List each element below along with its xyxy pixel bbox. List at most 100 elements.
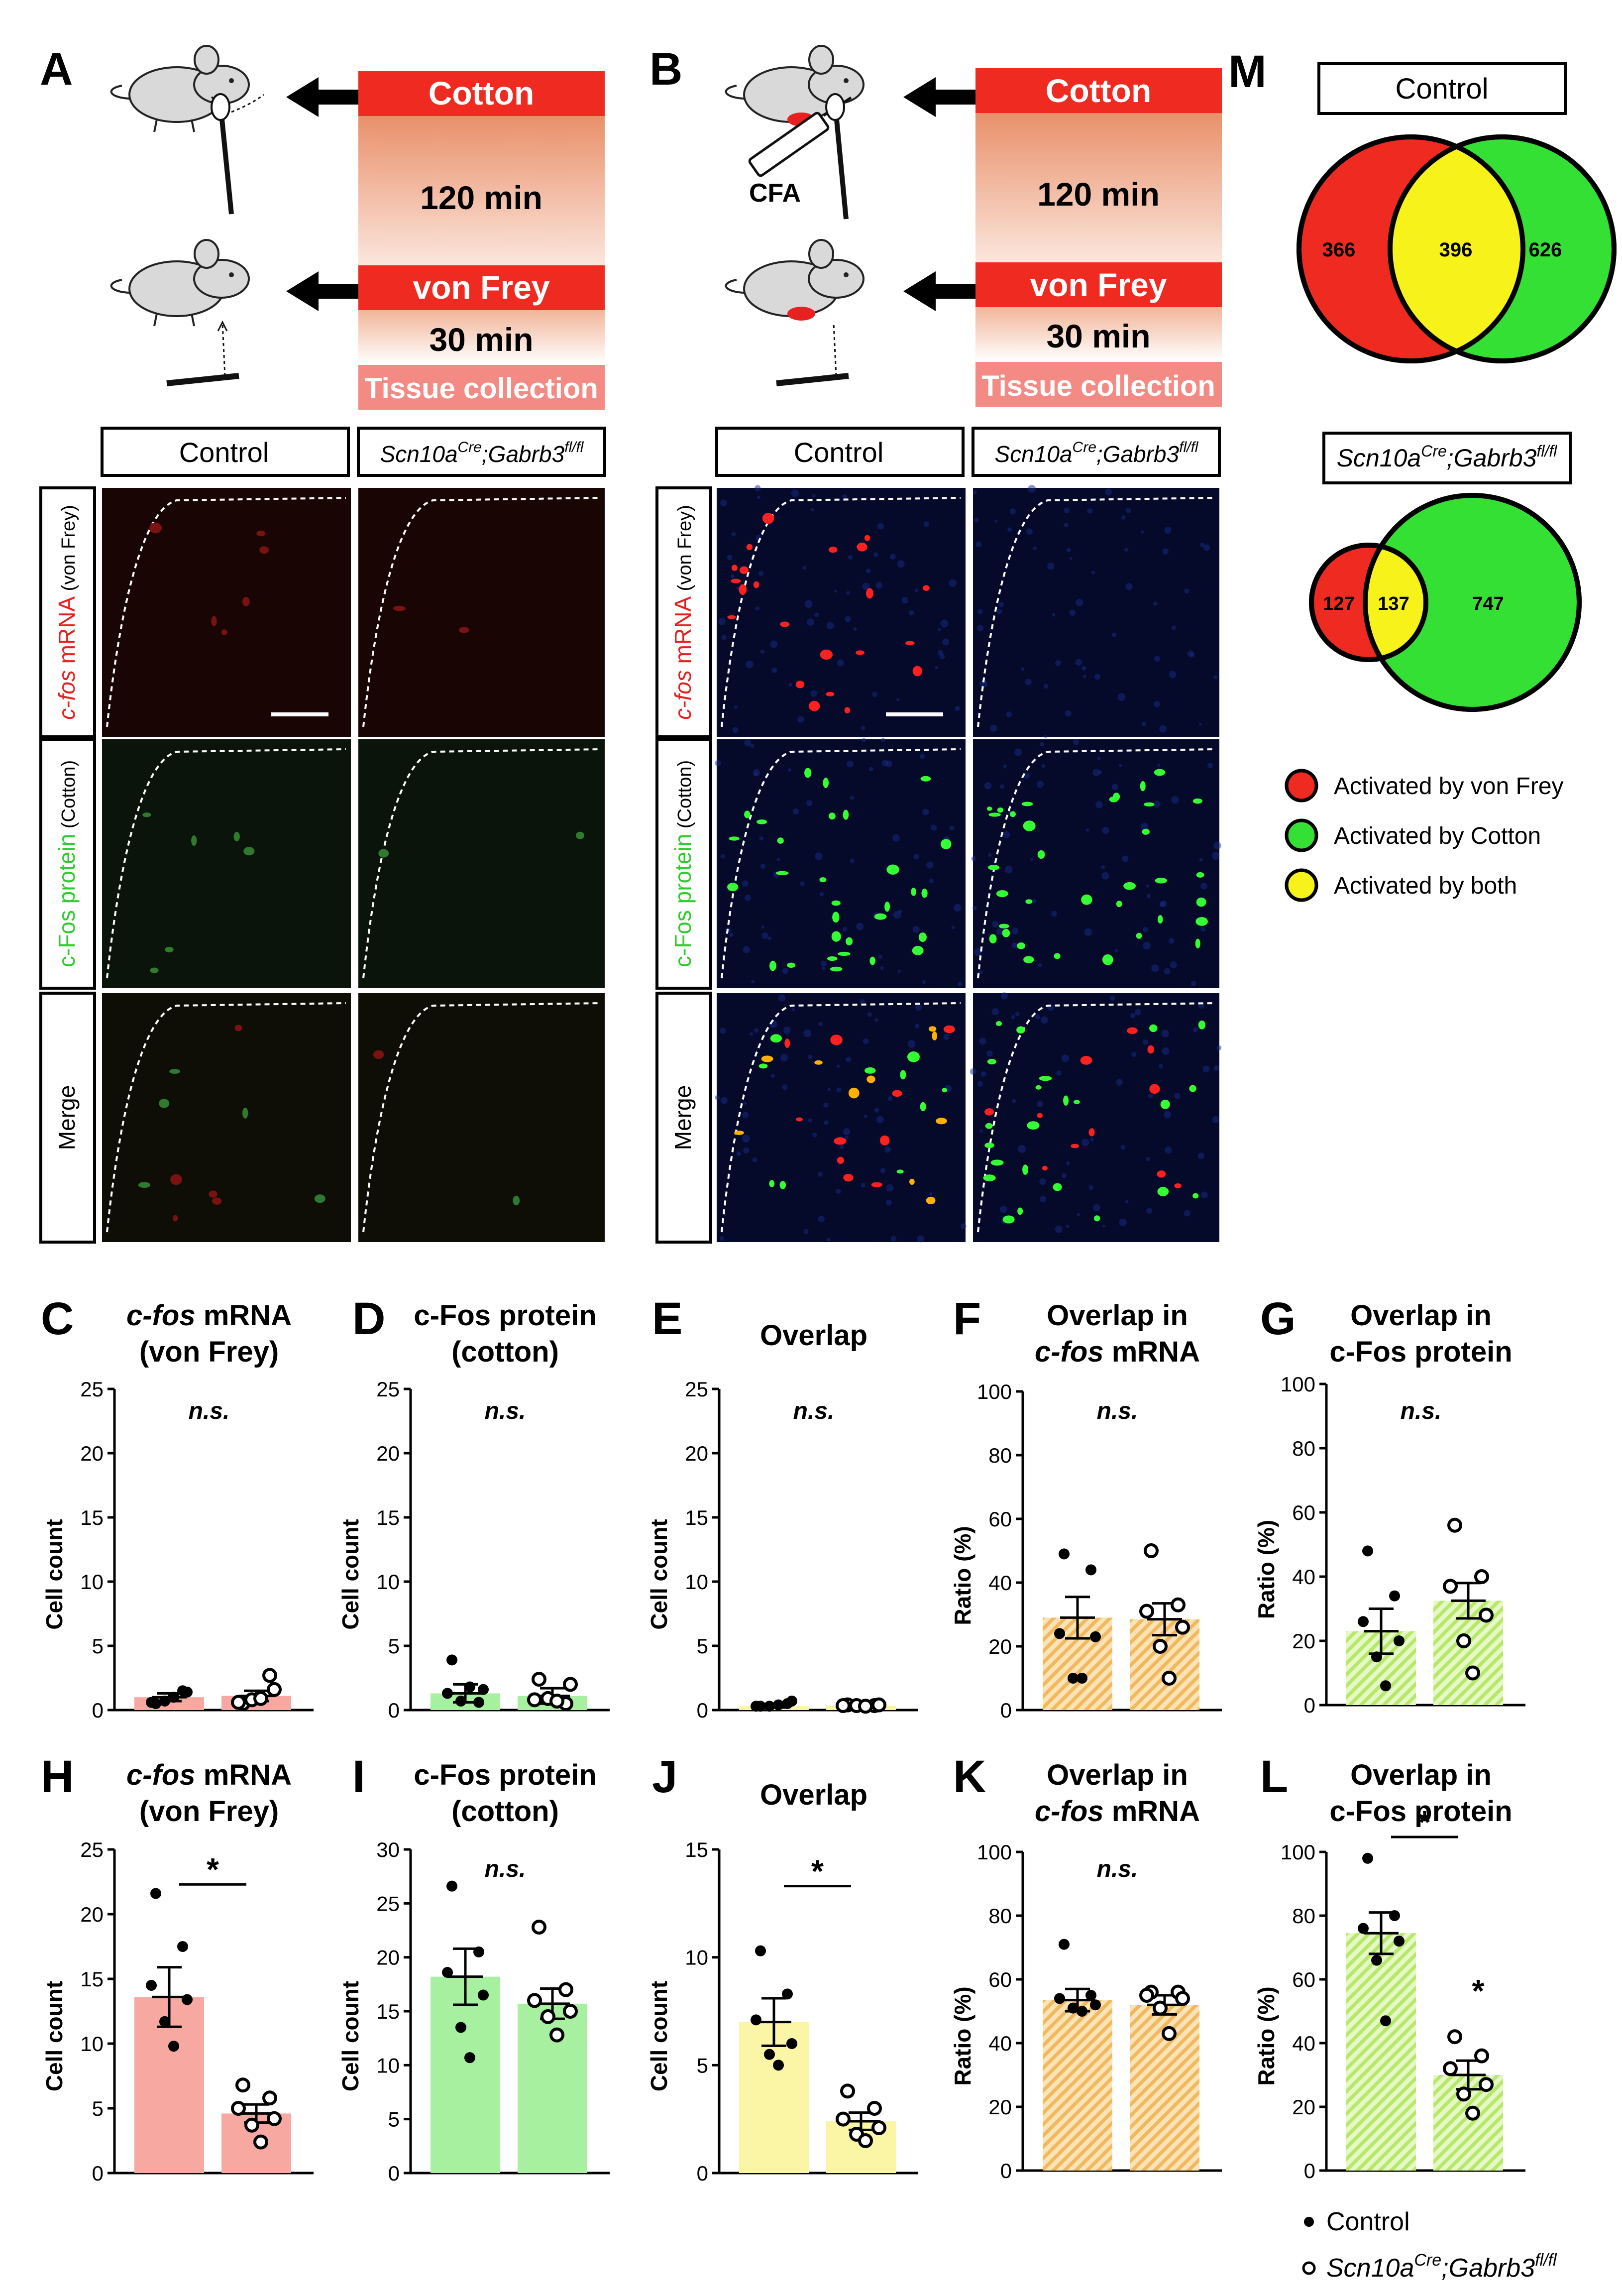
data-point: [1394, 1635, 1405, 1646]
y-axis-label: Ratio (%): [950, 1526, 975, 1625]
row-label: Merge: [54, 1085, 80, 1150]
data-point: [182, 1686, 193, 1698]
data-point: [751, 2014, 761, 2026]
panel-letter-g: G: [1260, 1293, 1296, 1344]
y-tick-label: 20: [988, 1635, 1012, 1658]
significance-label: n.s.: [485, 1398, 526, 1424]
venn-overlap: [1390, 137, 1523, 361]
data-point: [244, 2117, 259, 2133]
data-point: [1162, 1671, 1177, 1686]
data-point: [235, 2077, 250, 2093]
data-point: [1447, 1517, 1462, 1533]
y-axis-label: Cell count: [337, 1981, 363, 2091]
y-tick-label: 0: [1304, 2159, 1315, 2182]
y-tick-label: 100: [1281, 1373, 1315, 1396]
y-tick-label: 0: [697, 2162, 708, 2185]
data-point: [1389, 1910, 1400, 1921]
data-point: [871, 1697, 886, 1713]
chart-title: Overlap in: [1350, 1759, 1492, 1791]
arrow-icon: [903, 77, 1000, 117]
y-tick-label: 25: [80, 1838, 104, 1861]
data-point: [1054, 1993, 1065, 2004]
data-point: [1054, 1628, 1065, 1639]
data-point: [442, 1688, 453, 1699]
timeline-30min-label: 30 min: [1046, 318, 1150, 354]
chart-title-line2: (von Frey): [139, 1795, 279, 1828]
significance-label: n.s.: [793, 1398, 835, 1424]
data-point: [267, 1682, 282, 1697]
bar: [431, 1976, 500, 2173]
y-tick-label: 80: [1292, 1437, 1315, 1460]
y-tick-label: 60: [1292, 1968, 1315, 1991]
y-tick-label: 10: [80, 2032, 104, 2056]
micrograph-image: [358, 488, 605, 737]
y-tick-label: 60: [988, 1507, 1012, 1531]
row-label: c-Fos protein (Cotton): [670, 760, 696, 967]
data-point: [1456, 2086, 1471, 2102]
y-tick-label: 20: [376, 1442, 400, 1465]
data-point: [867, 2101, 882, 2116]
data-point: [1358, 1616, 1369, 1627]
legend-vonfrey-label: Activated by von Frey: [1334, 773, 1564, 800]
significance-label: n.s.: [1401, 1398, 1442, 1424]
data-point: [253, 1691, 268, 1706]
y-tick-label: 0: [697, 1699, 708, 1722]
data-point: [1456, 1633, 1471, 1648]
data-point: [563, 2004, 578, 2019]
panel-letter-b: B: [649, 44, 682, 95]
data-point: [159, 2016, 170, 2027]
data-point: [159, 1695, 170, 1707]
data-point: [532, 1920, 546, 1935]
significance-label: *: [811, 1853, 824, 1889]
chart-title-line2: c-Fos protein: [1329, 1336, 1512, 1368]
y-axis-label: Ratio (%): [1253, 1520, 1279, 1619]
data-point: [1068, 2002, 1079, 2014]
panel-letter-f: F: [953, 1293, 981, 1344]
micrograph-image: [358, 739, 605, 988]
data-point: [464, 1681, 475, 1693]
timeline-tissue-label: Tissue collection: [981, 370, 1215, 402]
data-point: [1175, 1991, 1190, 2006]
data-point: [1144, 1543, 1159, 1558]
data-point: [1474, 1569, 1489, 1584]
y-axis-label: Ratio (%): [1253, 1986, 1279, 2085]
micrograph-image: [973, 488, 1219, 737]
legend-swatch-green: [1285, 818, 1318, 852]
venn-cko-title: Scn10aCre;Gabrb3fl/fl: [1337, 442, 1558, 472]
row-label: c-fos mRNA (von Frey): [670, 505, 696, 720]
significance-label: *: [1472, 1973, 1485, 2009]
data-point: [858, 2133, 873, 2148]
micrograph-image: [102, 993, 351, 1242]
data-point: [231, 2101, 246, 2116]
y-axis-label: Cell count: [646, 1519, 672, 1629]
y-tick-label: 30: [376, 1838, 400, 1861]
von-frey-filament-icon: [166, 320, 239, 386]
y-tick-label: 40: [988, 1571, 1012, 1595]
data-point: [786, 1695, 797, 1707]
von-frey-filament-icon: [776, 323, 849, 386]
data-point: [751, 1701, 761, 1712]
data-point: [1090, 1631, 1101, 1642]
legend-control-marker: [1304, 2217, 1314, 2227]
panel-letter-c: C: [41, 1293, 74, 1344]
data-point: [464, 2052, 475, 2064]
y-tick-label: 15: [685, 1506, 708, 1529]
protocol-a: Cotton 120 min von Frey 30 min Tissue co…: [110, 45, 605, 410]
data-point: [1443, 2061, 1458, 2076]
y-tick-label: 20: [685, 1442, 708, 1465]
data-point: [1380, 1680, 1391, 1692]
data-point: [786, 2038, 797, 2049]
chart-title: c-Fos protein: [414, 1759, 596, 1791]
panel-letter-i: I: [352, 1751, 365, 1802]
y-tick-label: 60: [1292, 1501, 1315, 1524]
data-point: [1443, 1579, 1458, 1594]
y-tick-label: 15: [685, 1838, 708, 1861]
y-tick-label: 20: [1292, 2095, 1315, 2119]
venn-panel-m: Control 366 396 626 Scn10aCre;Gabrb3fl/f…: [1285, 62, 1617, 902]
timeline-tissue-label: Tissue collection: [364, 372, 598, 405]
data-point: [150, 1888, 161, 1899]
legend-swatch-red: [1285, 769, 1318, 803]
